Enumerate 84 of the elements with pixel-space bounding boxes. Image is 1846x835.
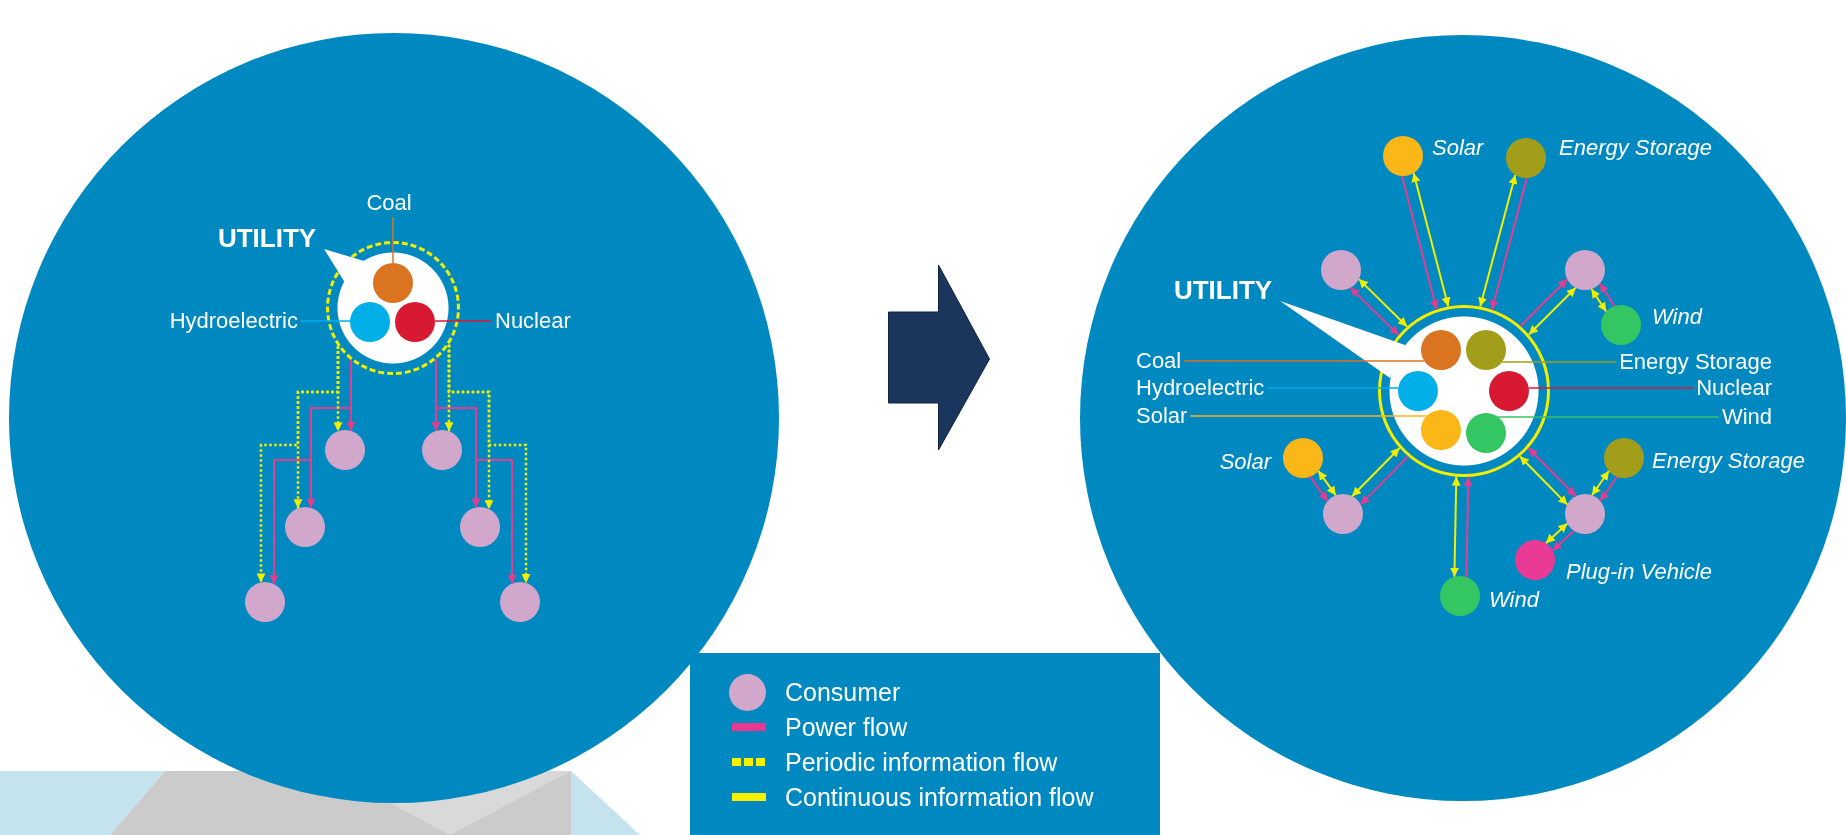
wind-circle: [1440, 576, 1480, 616]
consumer-circle: [500, 582, 540, 622]
source-label: Solar: [1432, 137, 1484, 159]
power-flow-arrow: [1309, 475, 1329, 503]
coal-circle: [1421, 330, 1461, 370]
source-label: Hydroelectric: [1136, 377, 1265, 399]
consumer-circle: [1321, 250, 1361, 290]
power-flow-arrow: [1463, 475, 1473, 579]
info-flow-arrow: [1357, 278, 1409, 328]
consumer-circle: [422, 430, 462, 470]
consumer-circle: [460, 507, 500, 547]
consumer-circle: [1323, 494, 1363, 534]
power-flow-arrow: [1489, 177, 1528, 311]
leader-line: [1189, 415, 1428, 417]
leader-line: [1528, 387, 1694, 389]
power-flow-arrow: [1599, 475, 1619, 502]
leader-line: [392, 216, 394, 264]
power-flow-arrow: [1598, 282, 1616, 308]
info-flow-arrow: [256, 346, 340, 583]
info-flow-arrow: [1544, 522, 1569, 545]
source-label: Energy Storage: [1652, 450, 1805, 472]
legend-label: Periodic information flow: [785, 749, 1058, 775]
power-flow-arrow: [1551, 529, 1576, 552]
solar-circle: [1383, 136, 1423, 176]
nuclear-circle: [395, 302, 435, 342]
info-flow-arrow: [1411, 171, 1451, 308]
coal-circle: [373, 263, 413, 303]
legend-label: Continuous information flow: [785, 784, 1094, 810]
power-flow-arrow: [1519, 278, 1569, 328]
consumer-circle: [245, 582, 285, 622]
source-label: Energy Storage: [1619, 351, 1772, 373]
info-flow-arrow: [1590, 470, 1610, 497]
power-flow-arrow: [1527, 446, 1577, 498]
power-flow-arrow: [435, 358, 517, 585]
source-label: Solar: [1219, 451, 1271, 473]
storage-circle: [1466, 330, 1506, 370]
consumer-circle: [325, 430, 365, 470]
source-label: Wind: [1652, 306, 1702, 328]
power-flow-arrow: [269, 359, 352, 586]
legend-label: Consumer: [785, 679, 901, 705]
leader-line: [1497, 416, 1720, 418]
nuclear-circle: [1489, 371, 1529, 411]
utility-label: UTILITY: [1173, 277, 1273, 303]
consumer-circle: [285, 507, 325, 547]
solar-circle: [1421, 410, 1461, 450]
info-flow-arrow: [1518, 455, 1569, 506]
wind-circle: [1466, 413, 1506, 453]
leader-line: [434, 320, 493, 322]
hydro-circle: [1398, 371, 1438, 411]
storage-circle: [1506, 138, 1546, 178]
solar-circle: [1283, 438, 1323, 478]
source-label: Wind: [1721, 406, 1772, 428]
source-label: Nuclear: [1696, 377, 1772, 399]
consumer-circle: [1565, 250, 1605, 290]
info-flow-arrow: [1450, 475, 1461, 578]
power-flow-arrow: [1359, 455, 1410, 506]
info-flow-arrow: [1351, 446, 1401, 498]
hydro-circle: [350, 302, 390, 342]
info-flow-arrow: [1527, 286, 1577, 336]
source-label: Coal: [1136, 350, 1182, 372]
info-flow-arrow: [1317, 469, 1337, 497]
vehicle-circle: [1515, 540, 1555, 580]
consumer-circle: [1565, 494, 1605, 534]
leader-line: [300, 320, 351, 322]
source-label: Nuclear: [495, 310, 571, 332]
wind-circle: [1601, 305, 1641, 345]
info-flow-arrow: [1590, 287, 1608, 313]
callout-pointer: [1280, 301, 1405, 378]
source-label: Wind: [1489, 589, 1539, 611]
transition-arrow: [888, 264, 990, 451]
source-label: Solar: [1136, 405, 1188, 427]
leader-line: [1183, 360, 1426, 362]
source-label: Energy Storage: [1559, 137, 1712, 159]
source-label: Plug-in Vehicle: [1566, 561, 1712, 583]
storage-circle: [1604, 438, 1644, 478]
info-flow-arrow: [1478, 173, 1518, 308]
utility-label: UTILITY: [217, 225, 317, 251]
source-label: Coal: [366, 192, 412, 214]
power-flow-arrow: [1401, 174, 1439, 311]
leader-line: [1501, 361, 1617, 363]
source-label: Hydroelectric: [169, 310, 298, 332]
legend-label: Power flow: [785, 714, 908, 740]
info-flow-arrow: [447, 344, 531, 583]
power-flow-arrow: [1349, 286, 1400, 337]
